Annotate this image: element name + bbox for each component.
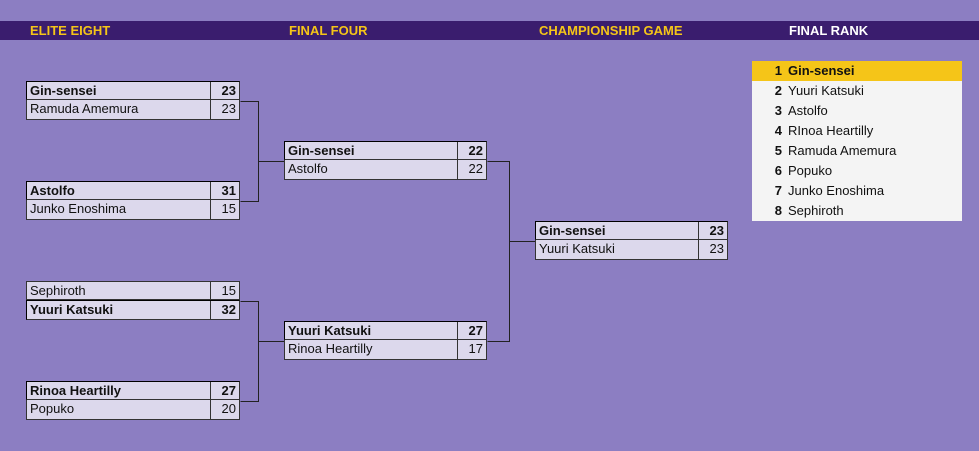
team-name: Astolfo — [30, 183, 75, 198]
rank-name: Gin-sensei — [788, 63, 855, 78]
rank-number: 5 — [774, 143, 782, 158]
team-row[interactable]: Junko Enoshima 15 — [26, 200, 240, 220]
team-name: Gin-sensei — [539, 223, 606, 238]
team-score: 15 — [210, 282, 239, 299]
elite-eight-header: ELITE EIGHT — [30, 23, 111, 38]
rank-number: 1 — [774, 63, 782, 78]
team-row[interactable]: Yuuri Katsuki 32 — [26, 300, 240, 320]
rank-name: Junko Enoshima — [788, 183, 885, 198]
connector-e8-4 — [240, 341, 259, 402]
team-score: 22 — [457, 160, 486, 179]
rank-number: 8 — [774, 203, 782, 218]
team-row[interactable]: Ramuda Amemura 23 — [26, 100, 240, 120]
team-row[interactable]: Gin-sensei 22 — [284, 141, 487, 160]
team-row[interactable]: Yuuri Katsuki 23 — [535, 240, 728, 260]
team-name: Gin-sensei — [288, 143, 355, 158]
rank-row[interactable]: 5 Ramuda Amemura — [752, 141, 962, 161]
team-row[interactable]: Rinoa Heartilly 17 — [284, 340, 487, 360]
team-name: Ramuda Amemura — [30, 101, 139, 116]
team-score: 32 — [210, 301, 239, 319]
team-score: 23 — [698, 240, 727, 259]
rank-row[interactable]: 6 Popuko — [752, 161, 962, 181]
elite-eight-match-2: Astolfo 31 Junko Enoshima 15 — [26, 181, 240, 220]
rank-name: Ramuda Amemura — [788, 143, 897, 158]
team-row[interactable]: Sephiroth 15 — [26, 281, 240, 300]
rank-name: Sephiroth — [788, 203, 844, 218]
connector-f4-2 — [487, 241, 510, 342]
connector-e8-2 — [240, 161, 259, 202]
team-score: 17 — [457, 340, 486, 359]
team-name: Sephiroth — [30, 283, 86, 298]
team-score: 20 — [210, 400, 239, 419]
rank-number: 4 — [774, 123, 782, 138]
team-row[interactable]: Popuko 20 — [26, 400, 240, 420]
team-name: Junko Enoshima — [30, 201, 127, 216]
team-score: 27 — [210, 382, 239, 399]
team-score: 23 — [210, 100, 239, 119]
final-four-header: FINAL FOUR — [289, 23, 368, 38]
team-score: 23 — [210, 82, 239, 99]
rank-row[interactable]: 2 Yuuri Katsuki — [752, 81, 962, 101]
team-score: 31 — [210, 182, 239, 199]
rank-row[interactable]: 3 Astolfo — [752, 101, 962, 121]
team-row[interactable]: Yuuri Katsuki 27 — [284, 321, 487, 340]
elite-eight-match-4: Rinoa Heartilly 27 Popuko 20 — [26, 381, 240, 420]
team-row[interactable]: Astolfo 31 — [26, 181, 240, 200]
connector-f4-1 — [487, 161, 536, 242]
round-header-bar: ELITE EIGHT FINAL FOUR CHAMPIONSHIP GAME… — [0, 21, 979, 40]
rank-name: Yuuri Katsuki — [788, 83, 864, 98]
team-score: 23 — [698, 222, 727, 239]
team-score: 27 — [457, 322, 486, 339]
championship-match: Gin-sensei 23 Yuuri Katsuki 23 — [535, 221, 728, 260]
championship-header: CHAMPIONSHIP GAME — [539, 23, 683, 38]
rank-name: Astolfo — [788, 103, 828, 118]
rank-name: RInoa Heartilly — [788, 123, 874, 138]
connector-e8-1 — [240, 101, 285, 162]
final-four-match-1: Gin-sensei 22 Astolfo 22 — [284, 141, 487, 180]
team-score: 15 — [210, 200, 239, 219]
team-name: Astolfo — [288, 161, 328, 176]
team-name: Gin-sensei — [30, 83, 97, 98]
rank-number: 3 — [774, 103, 782, 118]
rank-number: 6 — [774, 163, 782, 178]
rank-number: 2 — [774, 83, 782, 98]
team-name: Yuuri Katsuki — [288, 323, 372, 338]
rank-row[interactable]: 8 Sephiroth — [752, 201, 962, 221]
rank-name: Popuko — [788, 163, 833, 178]
rank-row[interactable]: 4 RInoa Heartilly — [752, 121, 962, 141]
final-four-match-2: Yuuri Katsuki 27 Rinoa Heartilly 17 — [284, 321, 487, 360]
rank-row[interactable]: 1 Gin-sensei — [752, 61, 962, 81]
team-row[interactable]: Astolfo 22 — [284, 160, 487, 180]
elite-eight-match-3: Sephiroth 15 Yuuri Katsuki 32 — [26, 281, 240, 320]
rank-row[interactable]: 7 Junko Enoshima — [752, 181, 962, 201]
final-rank-list: 1 Gin-sensei 2 Yuuri Katsuki 3 Astolfo 4… — [752, 61, 962, 221]
rank-number: 7 — [774, 183, 782, 198]
team-row[interactable]: Gin-sensei 23 — [535, 221, 728, 240]
team-row[interactable]: Rinoa Heartilly 27 — [26, 381, 240, 400]
elite-eight-match-1: Gin-sensei 23 Ramuda Amemura 23 — [26, 81, 240, 120]
team-name: Yuuri Katsuki — [539, 241, 615, 256]
team-row[interactable]: Gin-sensei 23 — [26, 81, 240, 100]
connector-e8-3 — [240, 301, 285, 342]
team-name: Popuko — [30, 401, 75, 416]
team-name: Rinoa Heartilly — [288, 341, 373, 356]
team-name: Yuuri Katsuki — [30, 302, 114, 317]
final-rank-header: FINAL RANK — [789, 23, 869, 38]
team-score: 22 — [457, 142, 486, 159]
team-name: Rinoa Heartilly — [30, 383, 122, 398]
